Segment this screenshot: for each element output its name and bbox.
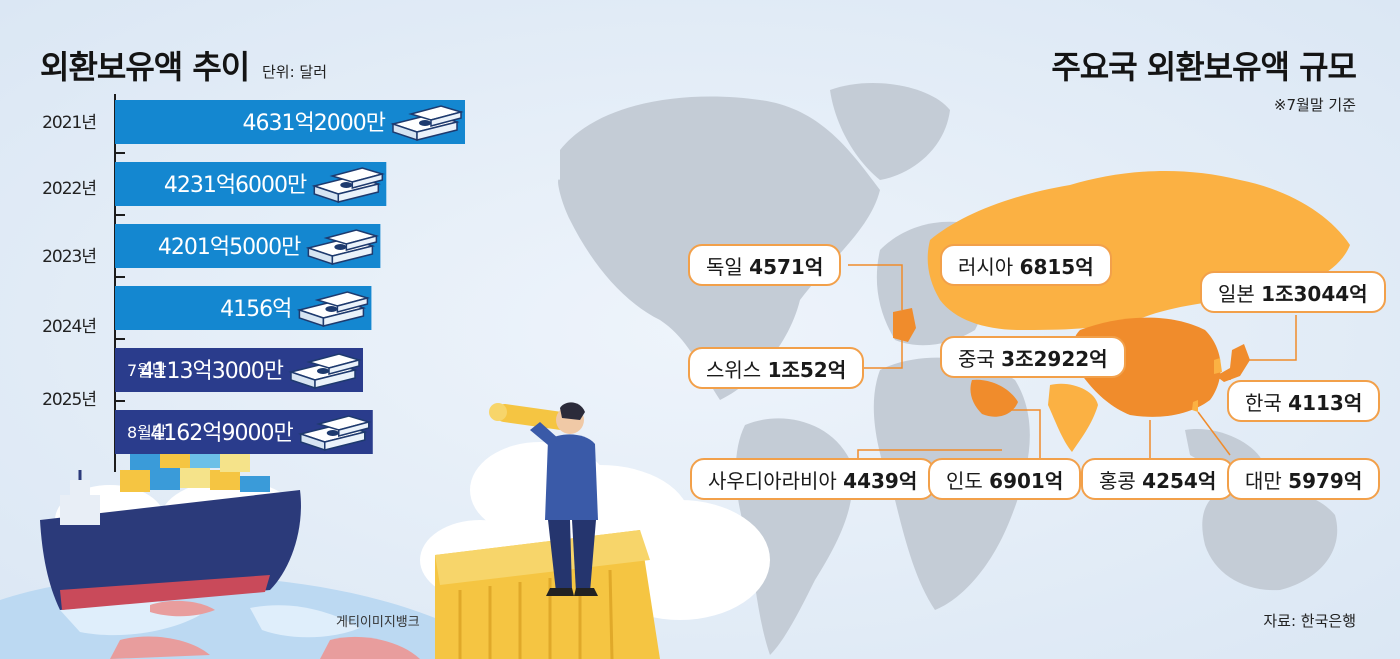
bar-value-label: 4156억 [220,297,291,322]
callout-value: 6815억 [1019,255,1094,279]
left-chart-title: 외환보유액 추이 [40,48,250,86]
callout-country-name: 독일 [706,255,743,279]
money-stack-icon [298,415,372,452]
callout-russia: 러시아 6815억 [940,244,1112,286]
bar-value-label: 4162억9000만 [150,421,293,446]
money-stack-icon [296,291,371,328]
bar-value-label: 4631억2000만 [243,111,386,136]
callout-value: 4571억 [749,255,824,279]
callout-value: 6901억 [989,469,1064,493]
callout-country-name: 인도 [946,469,983,493]
india-shape [1048,383,1098,452]
reserves-bar-chart: 4631억2000만 4231억6000만 4201억5000만 4156억 4113억… [42,94,465,472]
right-map-title: 주요국 외환보유액 규모 [1051,48,1357,86]
callout-country-name: 러시아 [958,255,1014,279]
callout-germany: 독일 4571억 [688,244,842,286]
year-label: 2025년 [42,390,96,410]
year-label: 2022년 [42,179,96,199]
callout-country-name: 중국 [958,347,995,371]
callout-value: 5979억 [1288,469,1363,493]
germany-shape [893,308,916,342]
callout-value: 3조2922억 [1001,347,1108,371]
callout-taiwan: 대만 5979억 [1227,458,1381,500]
callout-china: 중국 3조2922억 [940,336,1126,378]
saudi-arabia-shape [970,379,1018,417]
unit-label: 단위: 달러 [262,63,328,81]
taiwan-shape [1192,400,1198,412]
japan-shape [1216,344,1250,382]
bar-period-label: 7월말 [127,361,167,380]
callout-value: 4439억 [843,469,918,493]
bar-value-label: 4231억6000만 [164,173,307,198]
callout-switzerland: 스위스 1조52억 [688,347,865,389]
callout-korea: 한국 4113억 [1227,380,1381,422]
callout-country-name: 일본 [1218,282,1255,306]
source-note: 자료: 한국은행 [1263,612,1356,630]
korea-shape [1214,358,1222,374]
bar-value-label: 4201억5000만 [158,235,301,260]
cargo-ship-illustration [40,446,301,610]
bar-period-label: 8월말 [127,423,167,442]
basis-note: ※7월말 기준 [1273,96,1356,114]
callout-value: 4254억 [1142,469,1217,493]
money-stack-icon [288,353,362,390]
year-label: 2021년 [42,113,96,133]
callout-india: 인도 6901억 [928,458,1082,500]
callout-value: 1조3044억 [1261,282,1368,306]
callout-country-name: 대만 [1245,469,1282,493]
callout-country-name: 한국 [1245,391,1282,415]
callout-saudi-arabia: 사우디아라비아 4439억 [690,458,936,500]
callout-country-name: 홍콩 [1099,469,1136,493]
callout-value: 4113억 [1288,391,1363,415]
callout-japan: 일본 1조3044억 [1200,271,1386,313]
money-stack-icon [311,167,386,204]
money-stack-icon [305,229,380,266]
year-label: 2024년 [42,317,96,337]
year-label: 2023년 [42,247,96,267]
callout-country-name: 사우디아라비아 [708,469,837,493]
businessman-with-telescope-illustration [489,402,598,596]
callout-country-name: 스위스 [706,358,762,382]
callout-value: 1조52억 [767,358,847,382]
money-stack-icon [390,105,464,142]
callout-connectors [848,264,1297,458]
image-credit: 게티이미지뱅크 [336,615,420,630]
bar-value-label: 4113억3000만 [141,359,284,384]
callout-hong-kong: 홍콩 4254억 [1081,458,1235,500]
